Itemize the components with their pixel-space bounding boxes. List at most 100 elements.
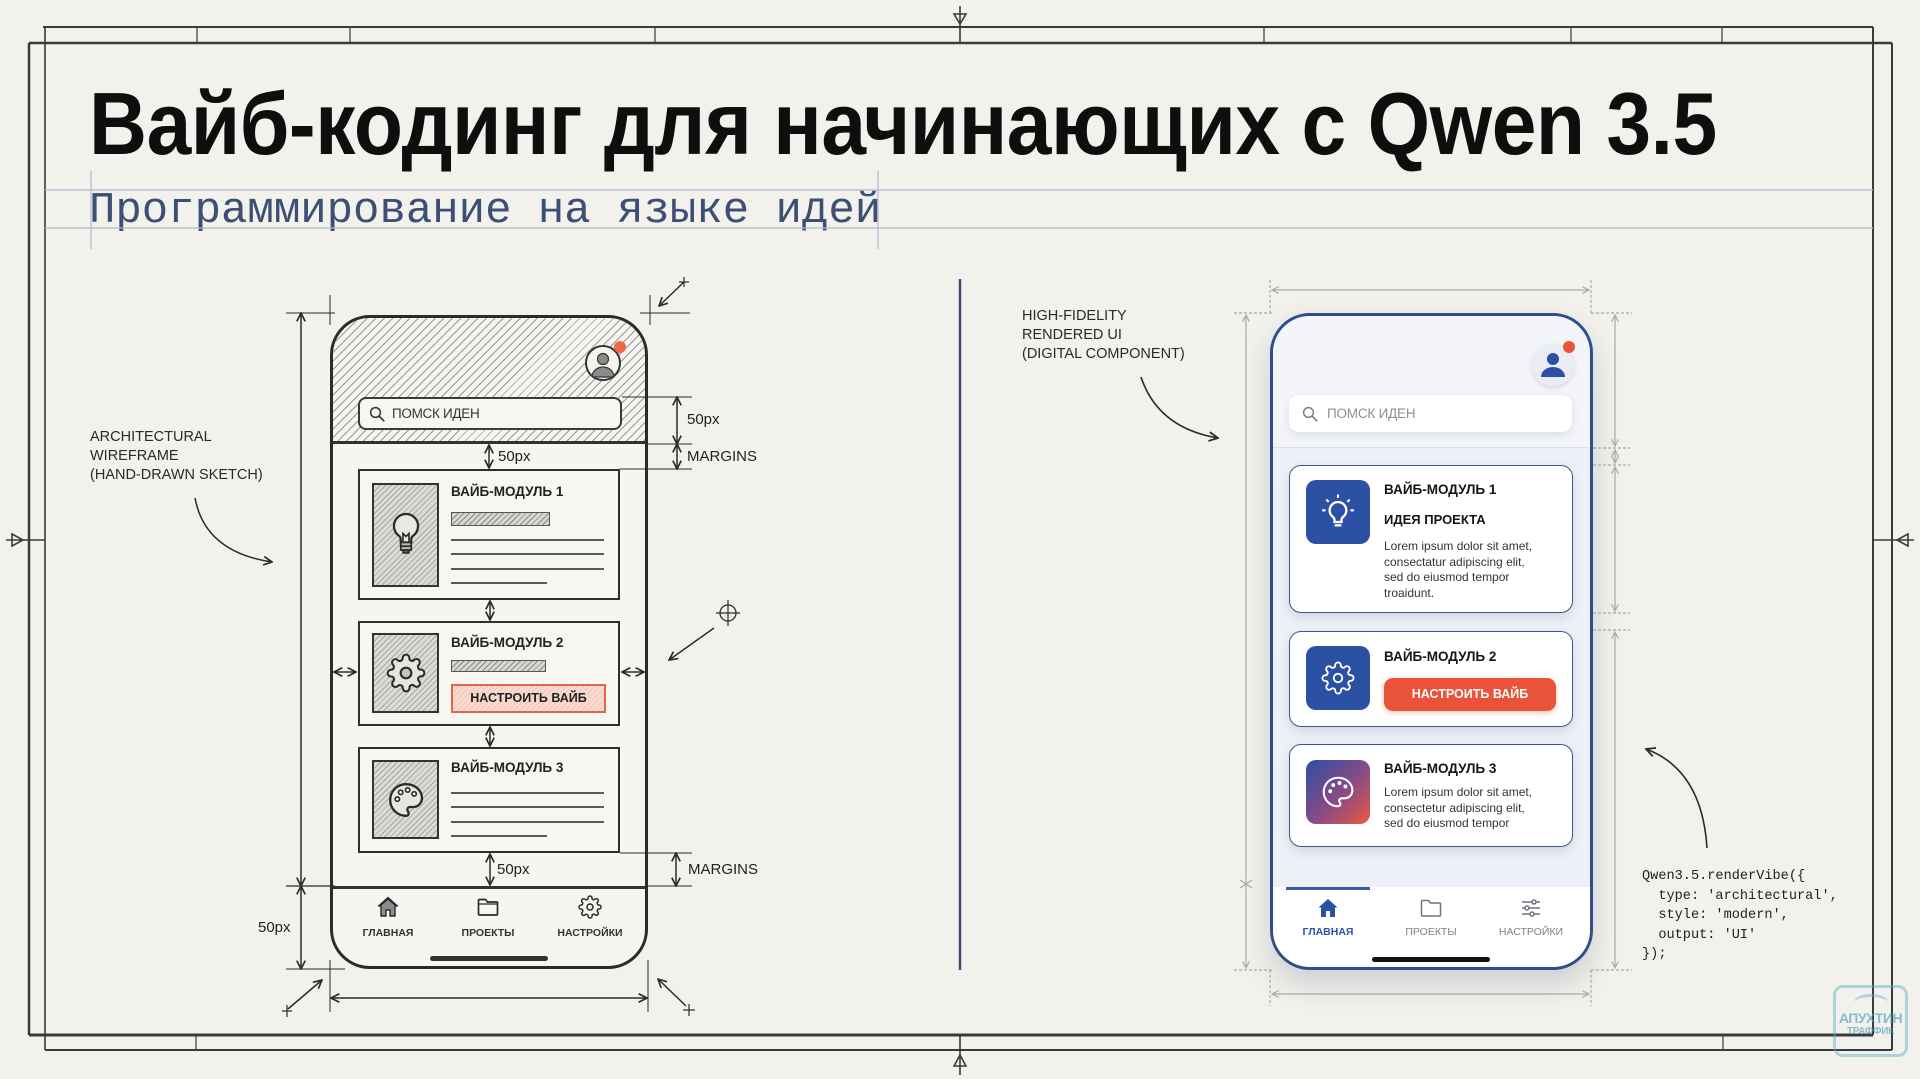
- nav-item-home[interactable]: ГЛАВНАЯ: [338, 895, 438, 940]
- sketch-module-card[interactable]: ВАЙБ-МОДУЛЬ 2 НАСТРОИТЬ ВАЙБ: [358, 621, 620, 726]
- sketch-module-card[interactable]: ВАЙБ-МОДУЛЬ 3: [358, 747, 620, 853]
- dimension-label-top-gap: 50px: [498, 448, 531, 465]
- sketch-search-input[interactable]: ПОМСК ИДЕН: [358, 397, 622, 430]
- wireframe-annotation: ARCHITECTURAL WIREFRAME (HAND-DRAWN SKET…: [90, 428, 263, 485]
- module-card[interactable]: ВАЙБ-МОДУЛЬ 3 Lorem ipsum dolor sit amet…: [1289, 744, 1573, 847]
- annotation-line: ARCHITECTURAL: [90, 429, 212, 445]
- palette-icon: [1322, 776, 1354, 808]
- nav-item-projects[interactable]: ПРОЕКТЫ: [438, 895, 538, 940]
- module-description: Lorem ipsum dolor sit amet, consectetur …: [1384, 785, 1532, 832]
- gear-icon: [578, 895, 602, 919]
- hifi-annotation: HIGH-FIDELITY RENDERED UI (DIGITAL COMPO…: [1022, 307, 1185, 364]
- watermark-logo: АПУХТИН ТРАФФИК: [1833, 985, 1908, 1057]
- search-icon: [369, 406, 385, 422]
- annotation-line: (HAND-DRAWN SKETCH): [90, 467, 263, 483]
- code-line: type: 'architectural',: [1642, 888, 1838, 904]
- annotation-line: HIGH-FIDELITY: [1022, 308, 1127, 324]
- nav-label: ПРОЕКТЫ: [461, 927, 515, 939]
- search-icon: [1302, 406, 1318, 422]
- signal-arc-icon: [1854, 994, 1888, 1011]
- code-line: Qwen3.5.renderVibe({: [1642, 869, 1806, 884]
- module-card[interactable]: ВАЙБ-МОДУЛЬ 1 ИДЕЯ ПРОЕКТА Lorem ipsum d…: [1289, 465, 1573, 613]
- placeholder-line: [451, 582, 547, 584]
- user-icon: [591, 352, 615, 378]
- nav-label: ГЛАВНАЯ: [362, 927, 414, 939]
- search-input[interactable]: ПОМСК ИДЕН: [1289, 395, 1572, 432]
- module-title: ВАЙБ-МОДУЛЬ 1: [1384, 482, 1497, 497]
- module-title: ВАЙБ-МОДУЛЬ 2: [451, 635, 564, 650]
- watermark-line: АПУХТИН: [1838, 1010, 1903, 1026]
- dimension-label-margins: MARGINS: [687, 448, 758, 465]
- configure-vibe-button[interactable]: НАСТРОИТЬ ВАЙБ: [1384, 678, 1556, 711]
- notification-dot: [614, 341, 626, 353]
- module-subtitle: ИДЕЯ ПРОЕКТА: [1384, 512, 1486, 527]
- placeholder-line: [451, 539, 604, 541]
- bottom-nav: ГЛАВНАЯ ПРОЕКТЫ НАСТРОЙКИ: [1273, 887, 1590, 967]
- nav-label: ПРОЕКТЫ: [1405, 926, 1457, 938]
- lightbulb-icon: [1322, 494, 1354, 527]
- sketch-phone-wireframe: ПОМСК ИДЕН ВАЙБ-МОДУЛЬ 1: [330, 315, 648, 969]
- nav-label: НАСТРОЙКИ: [1498, 926, 1564, 938]
- module-icon-tile: [1306, 480, 1370, 544]
- palette-icon: [388, 782, 423, 817]
- annotation-line: RENDERED UI: [1022, 327, 1122, 343]
- lightbulb-icon: [392, 512, 419, 554]
- sketch-header: ПОМСК ИДЕН: [333, 318, 645, 444]
- folder-icon: [477, 898, 499, 916]
- code-line: style: 'modern',: [1642, 908, 1789, 923]
- rendered-phone-ui: ПОМСК ИДЕН ВАЙБ-МОДУЛЬ 1 ИДЕЯ ПРОЕКТА Lo…: [1270, 313, 1593, 970]
- dimension-label-margins: MARGINS: [688, 861, 759, 878]
- page-title: Вайб-кодинг для начинающих с Qwen 3.5: [89, 74, 1717, 173]
- sketch-bottom-nav: ГЛАВНАЯ ПРОЕКТЫ НАСТРОЙКИ: [333, 886, 645, 966]
- home-indicator: [1372, 957, 1490, 962]
- module-title: ВАЙБ-МОДУЛЬ 2: [1384, 649, 1497, 664]
- placeholder-line: [451, 553, 604, 555]
- gear-icon: [386, 653, 425, 693]
- module-icon-tile: [1306, 760, 1370, 824]
- description-line: sed do eiusmod tempor: [1384, 816, 1510, 830]
- placeholder-line: [451, 792, 604, 794]
- description-line: consectetur adipiscing elit,: [1384, 800, 1525, 815]
- module-title: ВАЙБ-МОДУЛЬ 3: [1384, 761, 1497, 776]
- page-subtitle: Программирование на языке идей: [89, 186, 882, 236]
- description-line: troaidunt.: [1384, 585, 1435, 600]
- module-title: ВАЙБ-МОДУЛЬ 1: [451, 484, 564, 499]
- nav-label: ГЛАВНАЯ: [1302, 926, 1354, 938]
- search-placeholder: ПОМСК ИДЕН: [392, 406, 480, 421]
- configure-vibe-button[interactable]: НАСТРОИТЬ ВАЙБ: [451, 684, 606, 713]
- description-line: sed do eiusmod tempor: [1384, 570, 1510, 584]
- placeholder-bar: [451, 660, 546, 672]
- sketch-module-card[interactable]: ВАЙБ-МОДУЛЬ 1: [358, 469, 620, 600]
- annotation-line: WIREFRAME: [90, 448, 179, 464]
- folder-icon: [1420, 899, 1442, 917]
- placeholder-line: [451, 568, 604, 570]
- description-line: Lorem ipsum dolor sit amet,: [1384, 539, 1533, 553]
- nav-item-projects[interactable]: ПРОЕКТЫ: [1381, 896, 1481, 939]
- nav-item-home[interactable]: ГЛАВНАЯ: [1278, 896, 1378, 939]
- dimension-label-nav: 50px: [258, 919, 291, 936]
- nav-item-settings[interactable]: НАСТРОЙКИ: [540, 895, 640, 940]
- avatar[interactable]: [1532, 344, 1574, 386]
- sketch-icon-box: [372, 483, 439, 587]
- home-icon: [377, 896, 399, 917]
- description-line: consectatur adipiscing elit,: [1384, 554, 1525, 569]
- app-header: ПОМСК ИДЕН: [1273, 316, 1590, 448]
- dimension-label-bottom-gap: 50px: [497, 861, 530, 878]
- blueprint-frame: [27, 26, 1893, 1051]
- placeholder-line: [451, 835, 547, 837]
- sliders-icon: [1522, 899, 1540, 917]
- code-line: });: [1642, 947, 1667, 962]
- description-line: Lorem ipsum dolor sit amet,: [1384, 785, 1533, 799]
- module-description: Lorem ipsum dolor sit amet, consectatur …: [1384, 539, 1532, 601]
- sketch-icon-box: [372, 633, 439, 713]
- home-indicator: [430, 956, 548, 961]
- nav-label: НАСТРОЙКИ: [557, 927, 623, 939]
- sketch-icon-box: [372, 760, 439, 839]
- user-icon: [1541, 353, 1565, 377]
- notification-dot: [1563, 341, 1575, 353]
- module-card[interactable]: ВАЙБ-МОДУЛЬ 2 НАСТРОИТЬ ВАЙБ: [1289, 631, 1573, 727]
- nav-item-settings[interactable]: НАСТРОЙКИ: [1481, 896, 1581, 939]
- search-placeholder: ПОМСК ИДЕН: [1327, 406, 1416, 421]
- code-snippet: Qwen3.5.renderVibe({ type: 'architectura…: [1642, 867, 1838, 965]
- placeholder-line: [451, 806, 604, 808]
